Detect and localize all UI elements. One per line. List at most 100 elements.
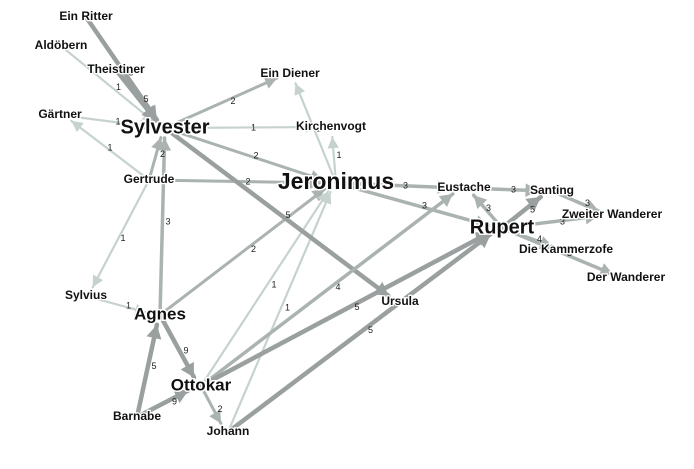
arrowhead-gertrude-jeronimus [309, 176, 323, 190]
node-aldobern: Aldöbern [35, 38, 88, 52]
edge-jeronimus-rupert [334, 181, 491, 228]
node-santing: Santing [530, 183, 574, 197]
edge-ottokar-eustache [199, 192, 455, 388]
node-jeronimus: Jeronimus [278, 168, 394, 194]
node-gartner: Gärtner [38, 107, 82, 121]
edge-barnabe-agnes [134, 322, 160, 420]
edge-weight-gertrude-gartner: 1 [108, 143, 113, 153]
arrowhead-santing-zweiter_wanderer [584, 200, 600, 213]
node-zweiter_wanderer: Zweiter Wanderer [562, 207, 663, 221]
arrowhead-jeronimus-kirchenvogt [327, 136, 339, 149]
edge-aldobern-sylvester [59, 44, 156, 123]
edge-rupert-der_wanderer [500, 226, 615, 277]
edge-agnes-jeronimus [158, 187, 327, 317]
edge-weight-gertrude-sylvester: 2 [160, 149, 165, 159]
edge-weight-theistiner-sylvester: 5 [144, 94, 149, 104]
edge-weight-jeronimus-rupert: 3 [422, 201, 427, 211]
edge-weight-ottokar-jeronimus: 1 [272, 280, 277, 290]
edge-weight-sylvester-ursula: 5 [286, 210, 291, 220]
node-sylvius: Sylvius [65, 288, 107, 302]
node-agnes: Agnes [134, 304, 186, 323]
edge-sylvester-kirchenvogt [163, 125, 319, 130]
edge-sylvester-ursula [162, 125, 391, 299]
edge-agnes-sylvester [158, 136, 167, 317]
edge-weight-santing-zweiter_wanderer: 3 [585, 198, 590, 208]
edge-weight-rupert-santing: 5 [530, 205, 535, 215]
edges-layer [58, 14, 615, 435]
edge-weight-aldobern-sylvester: 1 [116, 82, 121, 92]
edge-weight-ottokar-johann: 2 [218, 404, 223, 414]
node-rupert: Rupert [470, 216, 535, 238]
arrowhead-ottokar-johann [209, 409, 221, 424]
edge-ottokar-jeronimus [199, 190, 330, 388]
edge-weight-gertrude-jeronimus: 2 [246, 177, 251, 187]
edge-rupert-zweiter_wanderer [500, 214, 600, 230]
node-ein_diener: Ein Diener [260, 66, 320, 80]
edge-weight-rupert-der_wanderer: 3 [567, 248, 572, 258]
arrowhead-barnabe-ottokar [172, 389, 189, 404]
arrowhead-theistiner-sylvester [141, 105, 156, 121]
arrowhead-sylvester-kirchenvogt [305, 121, 318, 133]
arrowhead-barnabe-agnes [146, 324, 162, 340]
nodes-layer: Ein RitterAldöbernTheistinerGärtnerSylve… [33, 8, 666, 440]
edge-weight-sylvius-agnes: 1 [126, 301, 131, 311]
node-johann: Johann [207, 424, 250, 438]
arrowhead-rupert-zweiter_wanderer [584, 210, 599, 225]
arrowhead-rupert-santing [525, 196, 541, 212]
node-barnabe: Barnabe [113, 409, 161, 423]
edge-weight-rupert-die_kammerzofe: 4 [537, 234, 542, 244]
node-ursula: Ursula [381, 294, 419, 308]
edge-weight-rupert-zweiter_wanderer: 3 [560, 217, 565, 227]
node-der_wanderer: Der Wanderer [587, 270, 666, 284]
arrowhead-johann-jeronimus [320, 192, 332, 205]
edge-gertrude-sylvius [91, 178, 151, 289]
arrowhead-johann-rupert [475, 233, 491, 249]
edge-weight-gertrude-sylvius: 1 [121, 233, 126, 243]
edge-ein_ritter-sylvester [83, 14, 160, 123]
arrowhead-gertrude-sylvius [92, 274, 104, 288]
node-sylvester: Sylvester [121, 116, 210, 138]
edge-weight-sylvester-kirchenvogt: 1 [251, 123, 256, 133]
edge-weight-rupert-eustache: 3 [486, 203, 491, 213]
arrowhead-agnes-sylvester [157, 137, 172, 151]
arrowhead-rupert-der_wanderer [598, 263, 614, 276]
edge-weight-barnabe-ottokar: 9 [172, 397, 177, 407]
edge-gartner-sylvester [58, 113, 153, 128]
edge-weight-barnabe-agnes: 5 [152, 361, 157, 371]
arrowhead-agnes-jeronimus [311, 189, 325, 202]
edge-weight-jeronimus-ein_diener: 1 [316, 124, 321, 134]
edge-weight-sylvester-jeronimus: 2 [254, 151, 259, 161]
node-kirchenvogt: Kirchenvogt [296, 119, 366, 133]
edge-jeronimus-eustache [334, 181, 452, 190]
edge-weight-johann-jeronimus: 1 [285, 303, 290, 313]
arrowhead-rupert-eustache [473, 195, 488, 209]
edge-weight-johann-rupert: 5 [368, 325, 373, 335]
edge-weight-sylvester-ein_diener: 2 [231, 96, 236, 106]
edge-weight-jeronimus-eustache: 3 [403, 181, 408, 191]
arrowhead-jeronimus-ein_diener [294, 83, 306, 96]
edge-johann-jeronimus [226, 191, 332, 434]
edge-jeronimus-ein_diener [294, 82, 338, 185]
edge-weight-jeronimus-kirchenvogt: 1 [337, 150, 342, 160]
edge-weight-eustache-santing: 3 [511, 185, 516, 195]
arrowhead-ottokar-eustache [438, 194, 453, 207]
edge-gertrude-gartner [70, 119, 151, 182]
edge-ottokar-rupert [198, 230, 492, 389]
edge-sylvester-jeronimus [163, 126, 325, 182]
edge-weight-ein_ritter-sylvester: 5 [129, 68, 134, 78]
edge-weight-agnes-sylvester: 3 [166, 217, 171, 227]
edge-sylvester-ein_diener [163, 76, 279, 130]
node-die_kammerzofe: Die Kammerzofe [519, 242, 613, 256]
edge-weight-agnes-ottokar: 9 [184, 346, 189, 356]
edge-weight-gartner-sylvester: 1 [116, 117, 121, 127]
edge-weight-ottokar-eustache: 4 [336, 282, 341, 292]
arrowhead-agnes-ottokar [180, 361, 194, 378]
edge-weight-ottokar-rupert: 5 [355, 302, 360, 312]
arrowhead-eustache-santing [525, 183, 539, 198]
edge-johann-rupert [225, 231, 494, 435]
node-gertrude: Gertrude [124, 172, 175, 186]
arrowhead-jeronimus-rupert [474, 215, 489, 229]
arrowhead-gertrude-gartner [71, 120, 84, 133]
